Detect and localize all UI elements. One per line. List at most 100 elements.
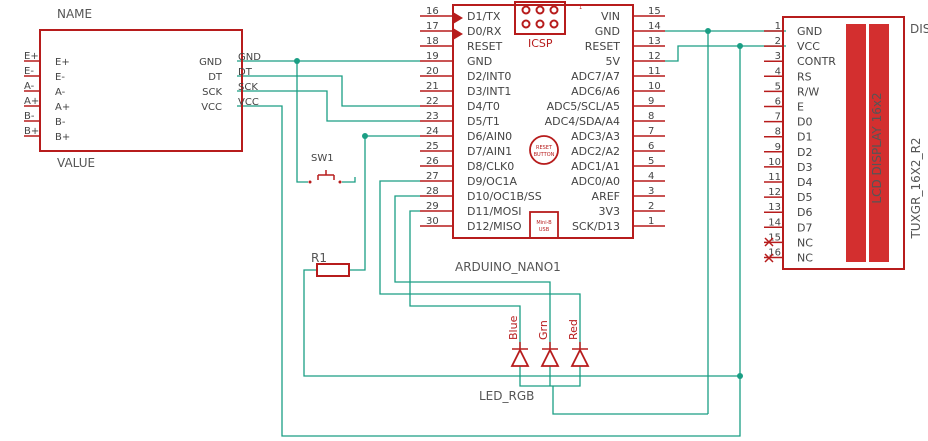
lcd-pin-number: 2 (775, 36, 781, 47)
svg-text:USB: USB (539, 227, 550, 233)
lcd-name: DIS1 (910, 22, 928, 36)
lcd-screen-left (846, 24, 866, 262)
arduino-pin-number: 26 (426, 156, 439, 167)
arduino-pin-number: 24 (426, 126, 439, 137)
arduino-pin-label: D8/CLK0 (467, 160, 514, 173)
loadcell-ext-pin-label: B- (24, 111, 35, 122)
loadcell-pin-label: E- (55, 72, 65, 83)
arduino-pin-label: GND (467, 55, 492, 68)
arduino-pin-label: ADC2/A2 (571, 145, 620, 158)
arduino-pin-label: ADC6/A6 (571, 85, 620, 98)
arduino-pin-number: 23 (426, 111, 439, 122)
arduino-pin-number: 2 (648, 201, 654, 212)
lcd-display[interactable]: DIS1 LCD DISPLAY 16x2 TUXGR_16X2_R2 1GND… (764, 16, 928, 270)
arduino-pin-label: ADC3/A3 (571, 130, 620, 143)
arduino-pin-number: 30 (426, 216, 439, 227)
loadcell-ext-pin-label: A- (24, 81, 35, 92)
loadcell-right-pin-label: DT (208, 72, 223, 83)
arduino-pin-number: 3 (648, 186, 654, 197)
arduino-pin-label: ADC1/A1 (571, 160, 620, 173)
loadcell-pin-label: B+ (55, 132, 70, 143)
loadcell-right-ext-label: DT (238, 67, 253, 78)
loadcell-ext-pin-label: B+ (24, 126, 39, 137)
lcd-pin-label: D6 (797, 206, 812, 219)
lcd-pin-number: 14 (768, 217, 781, 228)
arduino-pin-label: ADC4/SDA/A4 (545, 115, 620, 128)
wires (237, 28, 786, 437)
lcd-pin-label: NC (797, 236, 813, 249)
lcd-pin-label: GND (797, 25, 822, 38)
icsp-pin1: 1 (579, 5, 582, 11)
lcd-pin-label: RS (797, 70, 812, 83)
arduino-pin-number: 22 (426, 96, 439, 107)
loadcell-external-pins: E+E-A-A+B-B+ (24, 51, 40, 137)
arduino-pin-number: 14 (648, 21, 661, 32)
lcd-pin-number: 6 (775, 97, 781, 108)
arduino-pin-number: 19 (426, 51, 439, 62)
lcd-pin-label: R/W (797, 85, 819, 98)
arduino-pin-label: D5/T1 (467, 115, 500, 128)
arduino-pin-number: 13 (648, 36, 661, 47)
lcd-pin-number: 12 (768, 187, 781, 198)
arduino-pin-number: 4 (648, 171, 654, 182)
arduino-pin-label: D4/T0 (467, 100, 500, 113)
arduino-pin-number: 20 (426, 66, 439, 77)
loadcell-pin-label: A+ (55, 102, 70, 113)
arduino-pin-label: ADC5/SCL/A5 (547, 100, 620, 113)
arduino-pin-label: D7/AIN1 (467, 145, 512, 158)
arduino-pin-label: RESET (585, 40, 621, 53)
arduino-pin-number: 16 (426, 6, 439, 17)
loadcell-pin-label: A- (55, 87, 66, 98)
arduino-nano[interactable]: 1 ICSP RESET BUTTON Mini-B USB ARDUINO_N… (420, 1, 665, 274)
lcd-pin-number: 8 (775, 127, 781, 138)
arduino-pin-label: D3/INT1 (467, 85, 511, 98)
loadcell-right-pin-label: SCK (202, 87, 222, 98)
arduino-pin-label: VIN (601, 10, 620, 23)
arduino-pin-number: 8 (648, 111, 654, 122)
lcd-pin-number: 11 (768, 172, 781, 183)
arduino-pin-label: ADC0/A0 (571, 175, 620, 188)
lcd-pin-number: 3 (775, 51, 781, 62)
lcd-pin-number: 4 (775, 66, 781, 77)
switch-sw1[interactable]: SW1 (308, 153, 342, 184)
arduino-pin-number: 9 (648, 96, 654, 107)
arduino-pin-number: 11 (648, 66, 661, 77)
icsp-label: ICSP (528, 37, 553, 50)
arduino-pin-number: 7 (648, 126, 654, 137)
led-name: LED_RGB (479, 389, 534, 403)
lcd-pin-number: 1 (775, 21, 781, 32)
arduino-name: ARDUINO_NANO1 (455, 260, 561, 274)
lcd-screen-right (869, 24, 889, 262)
loadcell-left-pins: E+E-A-A+B-B+ (55, 57, 70, 143)
lcd-pin-number: 10 (768, 157, 781, 168)
lcd-value: TUXGR_16X2_R2 (909, 137, 923, 239)
resistor-name: R1 (311, 251, 327, 265)
arduino-right-pins: 15VIN14GND13RESET125V11ADC7/A710ADC6/A69… (545, 6, 665, 233)
arduino-pin-label: 3V3 (598, 205, 620, 218)
led-diode-icon (510, 347, 530, 367)
arduino-pin-label: D2/INT0 (467, 70, 511, 83)
svg-text:BUTTON: BUTTON (534, 152, 555, 158)
arduino-pin-number: 10 (648, 81, 661, 92)
arduino-pin-label: D12/MISO (467, 220, 522, 233)
led-channel-label: Blue (507, 315, 520, 340)
loadcell-right-pin-label: GND (199, 57, 222, 68)
arduino-pin-number: 17 (426, 21, 439, 32)
loadcell-module[interactable]: NAME VALUE E+E-A-A+B-B+ E+E-A-A+B-B+ GND… (24, 7, 261, 170)
arduino-pin-label: D9/OC1A (467, 175, 518, 188)
resistor-r1[interactable]: R1 (311, 251, 350, 277)
lcd-pin-label: D0 (797, 116, 812, 129)
lcd-pin-label: D5 (797, 191, 812, 204)
lcd-pin-number: 13 (768, 202, 781, 213)
lcd-pin-label: CONTR (797, 55, 836, 68)
arduino-pin-label: 5V (605, 55, 620, 68)
lcd-pin-number: 16 (768, 248, 781, 259)
loadcell-right-ext-label: GND (238, 52, 261, 63)
led-diode-icon (570, 347, 590, 367)
lcd-pin-label: NC (797, 252, 813, 265)
